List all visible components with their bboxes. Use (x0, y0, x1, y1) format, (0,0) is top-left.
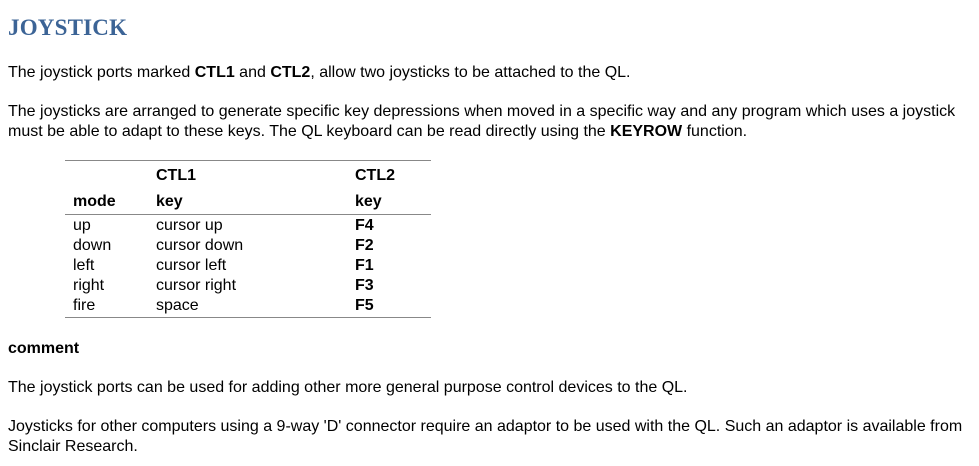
ctl2-key-cell: F3 (355, 277, 374, 294)
text-span: The joysticks are arranged to generate s… (8, 103, 956, 140)
table-row: right cursor right F3 (65, 276, 431, 296)
ctl2-key-cell: F1 (355, 257, 374, 274)
comment-paragraph: The joystick ports can be used for addin… (8, 379, 688, 396)
keyrow-term: KEYROW (610, 123, 683, 140)
ctl1-key-cell: space (148, 296, 347, 318)
mode-cell: left (73, 257, 95, 274)
column-header-key-ctl2: key (347, 186, 431, 215)
mode-cell: fire (65, 296, 148, 318)
column-header-mode: mode (65, 186, 148, 215)
comment-heading: comment (8, 340, 80, 357)
ctl1-key-cell: cursor up (156, 217, 223, 234)
ctl1-term: CTL1 (194, 64, 235, 81)
text-span: function. (682, 123, 748, 140)
joystick-key-table: CTL1 CTL2 mode key key up cursor up F4 d… (65, 160, 431, 318)
mode-cell: right (73, 277, 105, 294)
table-group-header-row: CTL1 CTL2 (65, 160, 431, 186)
table-row: up cursor up F4 (65, 215, 431, 237)
text-span: , allow two joysticks to be attached to … (310, 64, 631, 81)
mode-cell: down (73, 237, 112, 254)
table-row: left cursor left F1 (65, 256, 431, 276)
group-header-ctl2: CTL2 (347, 160, 431, 186)
adaptor-paragraph: Joysticks for other computers using a 9-… (8, 418, 963, 455)
table-column-header-row: mode key key (65, 186, 431, 215)
text-span: and (234, 64, 271, 81)
group-header-cell (65, 160, 148, 186)
ctl2-key-cell: F2 (355, 237, 374, 254)
ctl2-term: CTL2 (270, 64, 311, 81)
mode-cell: up (73, 217, 91, 234)
ctl2-key-cell: F4 (355, 217, 374, 234)
keys-paragraph: The joysticks are arranged to generate s… (8, 102, 970, 142)
column-header-key-ctl1: key (148, 186, 347, 215)
page-title: JOYSTICK (8, 15, 128, 40)
ctl1-key-cell: cursor left (156, 257, 227, 274)
ctl2-key-cell: F5 (347, 296, 431, 318)
ctl1-key-cell: cursor right (156, 277, 237, 294)
group-header-ctl1: CTL1 (148, 160, 347, 186)
text-span: The joystick ports marked (8, 64, 195, 81)
ctl1-key-cell: cursor down (156, 237, 244, 254)
table-row: fire space F5 (65, 296, 431, 318)
document: JOYSTICK The joystick ports marked CTL1 … (8, 0, 970, 457)
intro-paragraph: The joystick ports marked CTL1 and CTL2,… (8, 63, 970, 83)
table-row: down cursor down F2 (65, 236, 431, 256)
